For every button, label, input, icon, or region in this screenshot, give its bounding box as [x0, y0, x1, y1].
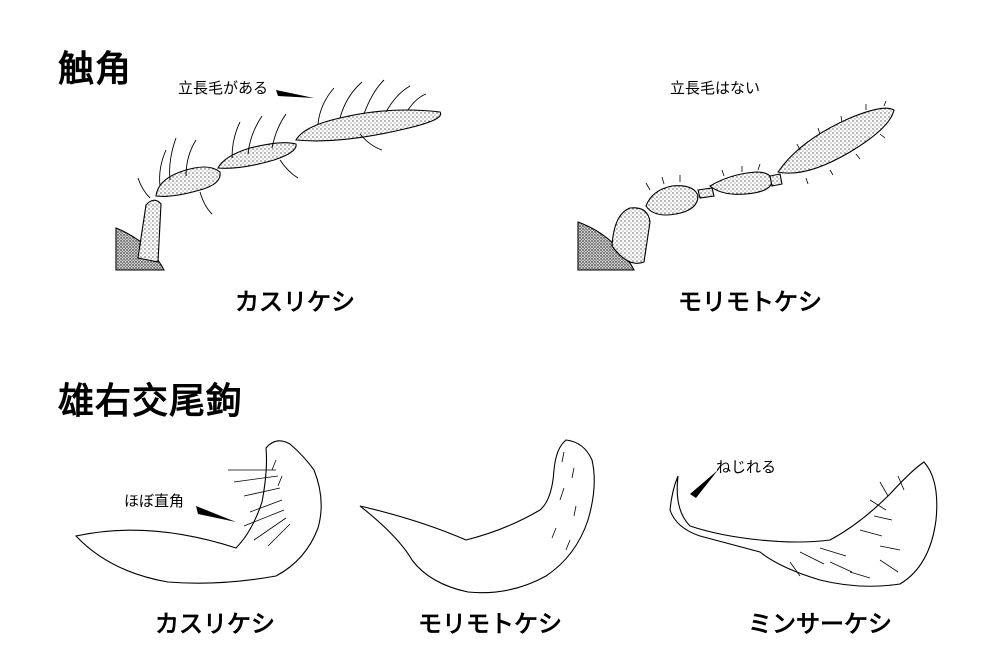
species-label-paramere-right: ミンサーケシ: [748, 610, 892, 638]
antenna-heading: 触角: [58, 49, 133, 90]
antenna-scape-right: [611, 207, 651, 264]
pointer-setae-left: [276, 90, 314, 98]
antenna-segment-right: [777, 107, 895, 174]
short-setae: [645, 100, 887, 191]
pointer-right-angle: [196, 506, 236, 522]
paramere-outline-right: [669, 461, 938, 587]
paramere-drawing-middle: [359, 439, 595, 594]
antenna-segment-left: [295, 109, 442, 142]
antenna-segment-left: [155, 166, 221, 197]
paramere-setae-right: [789, 475, 905, 579]
species-label-antenna-left: カスリケシ: [235, 288, 355, 316]
annotation-nearly-right-angle: ほぼ直角: [124, 492, 185, 510]
paramere-setae-left: [228, 459, 291, 547]
paramere-drawing-right: [669, 461, 938, 587]
antenna-drawing-right: [577, 100, 895, 271]
paramere-heading: 雄右交尾鉤: [58, 381, 244, 422]
paramere-outline-middle: [359, 439, 595, 594]
antenna-drawing-left: [115, 79, 442, 271]
paramere-drawing-left: [74, 440, 322, 584]
annotation-long-erect-setae-present: 立長毛がある: [178, 79, 269, 97]
long-erect-setae: [137, 79, 427, 215]
annotation-long-erect-setae-absent: 立長毛はない: [670, 79, 761, 97]
antenna-segment-right: [645, 185, 699, 216]
pointer-twisted: [690, 470, 718, 498]
annotation-twisted: ねじれる: [716, 458, 777, 476]
species-label-paramere-left: カスリケシ: [155, 610, 275, 638]
antenna-segment-right: [709, 171, 773, 195]
antenna-segment-left: [217, 142, 297, 169]
paramere-outline-left: [74, 440, 322, 584]
paramere-setae-middle: [551, 451, 577, 551]
species-label-paramere-middle: モリモトケシ: [418, 610, 562, 638]
species-label-antenna-right: モリモトケシ: [678, 288, 822, 316]
antenna-segment-right: [769, 173, 783, 187]
antenna-scape-left: [137, 199, 162, 263]
antenna-segment-right: [697, 187, 715, 199]
